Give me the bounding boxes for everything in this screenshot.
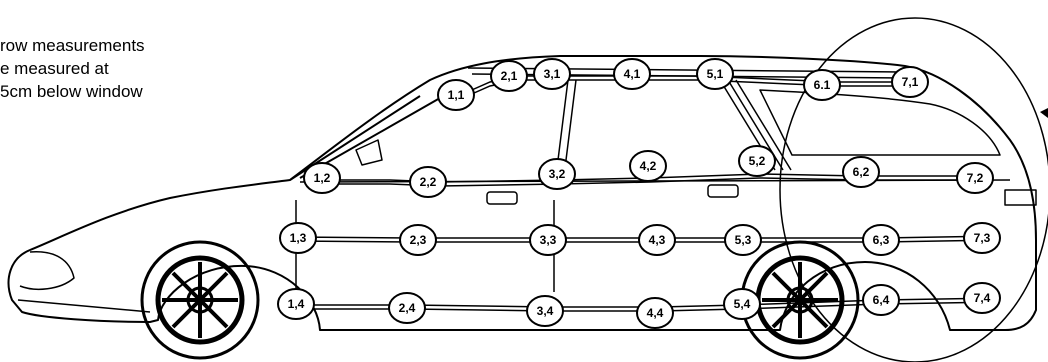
- point-label: 2,3: [410, 233, 427, 247]
- measurement-point: 4,4: [636, 297, 674, 329]
- point-label: 1,2: [314, 171, 331, 185]
- point-label: 5,4: [734, 297, 751, 311]
- point-circle: [696, 58, 734, 90]
- point-circle: [277, 288, 315, 320]
- annotation-text: row measurements e measured at 5cm below…: [0, 34, 260, 103]
- measurement-point: 5,4: [723, 288, 761, 320]
- point-label: 2,2: [420, 175, 437, 189]
- measurement-point: 5,1: [696, 58, 734, 90]
- point-label: 5,2: [749, 154, 766, 168]
- point-circle: [723, 288, 761, 320]
- measurement-point: 3,3: [529, 224, 567, 256]
- measurement-point: 2,1: [490, 60, 528, 92]
- measurement-point: 1,3: [279, 222, 317, 254]
- front-wheel: [140, 240, 260, 360]
- point-label: 3,3: [540, 233, 557, 247]
- measurement-point: 6,4: [862, 284, 900, 316]
- point-circle: [409, 166, 447, 198]
- annotation-line-2: e measured at: [0, 59, 109, 78]
- arrow-icon: [1040, 108, 1048, 118]
- point-circle: [388, 292, 426, 324]
- point-circle: [862, 224, 900, 256]
- point-label: 6.1: [814, 78, 831, 92]
- point-circle: [279, 222, 317, 254]
- point-circle: [636, 297, 674, 329]
- point-label: 6,2: [853, 165, 870, 179]
- point-circle: [638, 224, 676, 256]
- measurement-point: 6.1: [803, 69, 841, 101]
- point-label: 1,1: [448, 88, 465, 102]
- point-circle: [526, 295, 564, 327]
- point-circle: [738, 145, 776, 177]
- point-circle: [862, 284, 900, 316]
- measurement-point: 3,1: [533, 58, 571, 90]
- point-circle: [803, 69, 841, 101]
- point-label: 7,4: [974, 291, 991, 305]
- point-circle: [533, 58, 571, 90]
- point-circle: [629, 150, 667, 182]
- measurement-point: 3,4: [526, 295, 564, 327]
- measurement-point: 1,1: [437, 79, 475, 111]
- point-circle: [490, 60, 528, 92]
- measurement-point: 1,2: [303, 162, 341, 194]
- measurement-point: 3,2: [538, 158, 576, 190]
- point-label: 7,2: [967, 171, 984, 185]
- measurement-point: 4,3: [638, 224, 676, 256]
- measurement-point: 2,3: [399, 224, 437, 256]
- measurement-point: 1,4: [277, 288, 315, 320]
- measurement-point: 2,2: [409, 166, 447, 198]
- point-circle: [963, 282, 1001, 314]
- measurement-point: 6,2: [842, 156, 880, 188]
- point-label: 1,4: [288, 297, 305, 311]
- measurement-point: 7,1: [891, 66, 929, 98]
- measurement-point: 7,2: [956, 162, 994, 194]
- point-circle: [303, 162, 341, 194]
- measurement-point: 4,1: [613, 58, 651, 90]
- point-label: 1,3: [290, 231, 307, 245]
- measurement-point: 2,4: [388, 292, 426, 324]
- measurement-point: 7,3: [963, 222, 1001, 254]
- annotation-line-3: 5cm below window: [0, 82, 143, 101]
- measurement-point: 4,2: [629, 150, 667, 182]
- point-label: 7,3: [974, 231, 991, 245]
- measurement-points: 1,1 2,1 3,1 4,1 5,1 6.1 7,1 1,2 2,2 3,2 4,2 5,2 6,2 7…: [277, 58, 1001, 329]
- point-label: 3,2: [549, 167, 566, 181]
- point-circle: [529, 224, 567, 256]
- point-label: 6,3: [873, 233, 890, 247]
- point-circle: [437, 79, 475, 111]
- point-label: 3,1: [544, 67, 561, 81]
- point-label: 5,3: [735, 233, 752, 247]
- point-label: 7,1: [902, 75, 919, 89]
- point-circle: [538, 158, 576, 190]
- point-circle: [956, 162, 994, 194]
- annotation-line-1: row measurements: [0, 36, 145, 55]
- point-label: 4,2: [640, 159, 657, 173]
- point-label: 5,1: [707, 67, 724, 81]
- point-label: 4,3: [649, 233, 666, 247]
- measurement-point: 5,2: [738, 145, 776, 177]
- point-circle: [399, 224, 437, 256]
- point-label: 2,1: [501, 69, 518, 83]
- point-circle: [963, 222, 1001, 254]
- point-circle: [724, 224, 762, 256]
- point-label: 3,4: [537, 304, 554, 318]
- highlight-ellipse: [779, 17, 1048, 362]
- point-circle: [891, 66, 929, 98]
- measurement-point: 5,3: [724, 224, 762, 256]
- point-circle: [842, 156, 880, 188]
- measurement-point: 6,3: [862, 224, 900, 256]
- point-label: 4,1: [624, 67, 641, 81]
- measurement-point: 7,4: [963, 282, 1001, 314]
- point-label: 4,4: [647, 306, 664, 320]
- point-label: 6,4: [873, 293, 890, 307]
- point-label: 2,4: [399, 301, 416, 315]
- point-circle: [613, 58, 651, 90]
